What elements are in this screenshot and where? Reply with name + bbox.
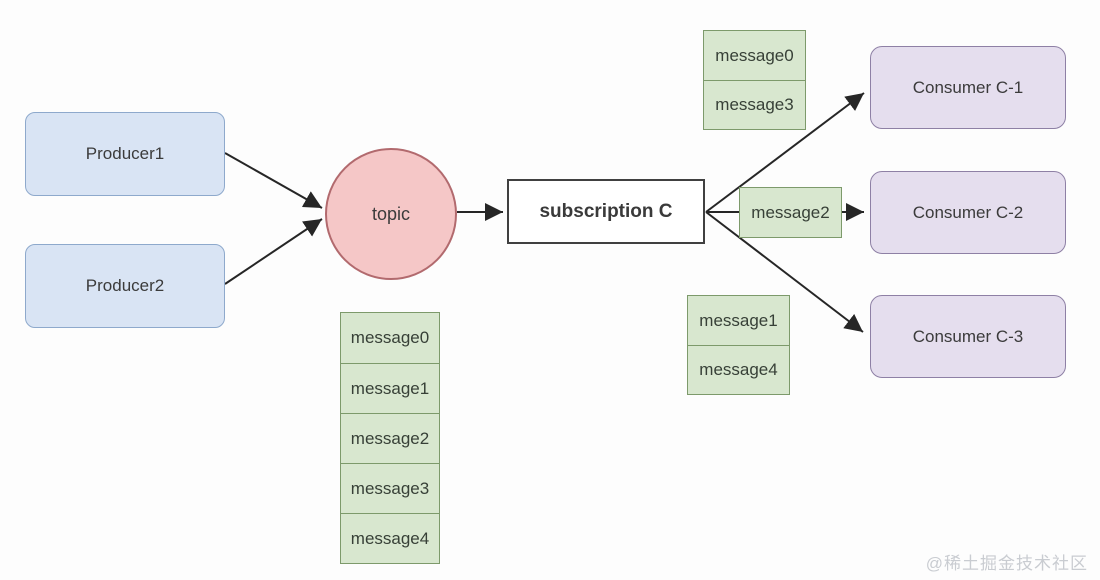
subscription-node: subscription C: [507, 179, 705, 244]
topic-message-queue: message0 message1 message2 message3 mess…: [340, 312, 440, 564]
batch-consumer2-stack: message2: [739, 187, 842, 238]
message-cell: message3: [704, 80, 805, 129]
watermark-text: @稀土掘金技术社区: [925, 554, 1088, 573]
producer1-label: Producer1: [85, 144, 165, 163]
message-cell: message4: [688, 345, 789, 394]
message-cell: message1: [699, 310, 778, 330]
topic-label: topic: [371, 203, 411, 224]
batch-consumer3-stack: message1 message4: [687, 295, 790, 395]
message-cell: message3: [341, 463, 439, 513]
message-cell: message1: [341, 363, 439, 413]
producer1-node: Producer1: [25, 112, 225, 196]
subscription-label: subscription C: [539, 200, 673, 222]
topic-node: topic: [325, 148, 457, 280]
message-cell: message0: [350, 328, 430, 347]
batch-consumer1-stack: message0 message3: [703, 30, 806, 130]
producer2-label: Producer2: [85, 276, 165, 295]
edge-producer2-topic: [224, 218, 323, 285]
message-cell: message2: [341, 413, 439, 463]
consumer1-node: Consumer C-1: [870, 46, 1066, 129]
consumer1-label: Consumer C-1: [912, 77, 1024, 97]
message-cell: message4: [341, 513, 439, 563]
message-cell: message0: [715, 45, 794, 65]
consumer3-label: Consumer C-3: [912, 326, 1024, 346]
consumer2-node: Consumer C-2: [870, 171, 1066, 254]
consumer2-label: Consumer C-2: [912, 202, 1024, 222]
consumer3-node: Consumer C-3: [870, 295, 1066, 378]
message-cell: message2: [751, 202, 830, 222]
producer2-node: Producer2: [25, 244, 225, 328]
edge-producer1-topic: [224, 152, 323, 209]
